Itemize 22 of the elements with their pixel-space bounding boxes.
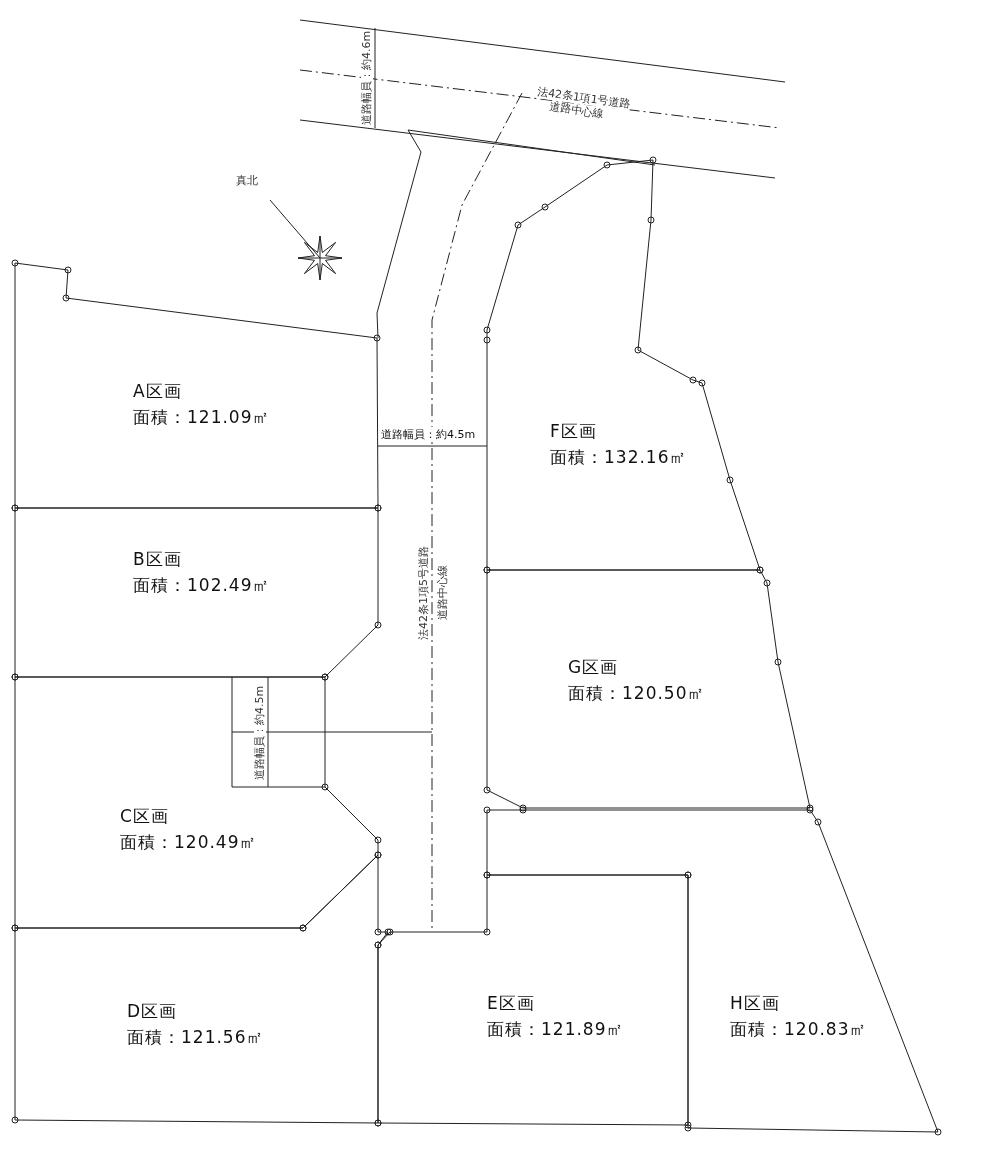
lot-name: E区画 <box>487 992 536 1015</box>
true-north-label: 真北 <box>236 175 258 187</box>
lot-name: D区画 <box>127 1000 179 1023</box>
lot-name: B区画 <box>133 548 183 571</box>
lot-area: 面積：120.83㎡ <box>730 1016 868 1042</box>
road-width-note: 道路幅員：約4.6m <box>361 30 373 125</box>
lot-name: H区画 <box>730 992 781 1015</box>
lot-name: A区画 <box>133 380 183 403</box>
lot-area: 面積：120.49㎡ <box>120 829 258 855</box>
road-width-note: 道路幅員：約4.5m <box>381 427 476 442</box>
road-centerline-note: 道路中心線 <box>437 565 449 620</box>
lot-area: 面積：102.49㎡ <box>133 572 271 598</box>
lot-area: 面積：121.09㎡ <box>133 404 271 430</box>
lot-area: 面積：121.89㎡ <box>487 1016 625 1042</box>
lot-area: 面積：132.16㎡ <box>550 444 688 470</box>
lot-area: 面積：120.50㎡ <box>568 680 706 706</box>
road-centerline-note: 法42条1項5号道路 <box>418 546 430 640</box>
lot-name: F区画 <box>550 420 598 443</box>
road-width-note: 道路幅員：約4.5m <box>254 685 266 780</box>
lot-area: 面積：121.56㎡ <box>127 1024 265 1050</box>
lot-name: G区画 <box>568 656 620 679</box>
lot-name: C区画 <box>120 805 170 828</box>
